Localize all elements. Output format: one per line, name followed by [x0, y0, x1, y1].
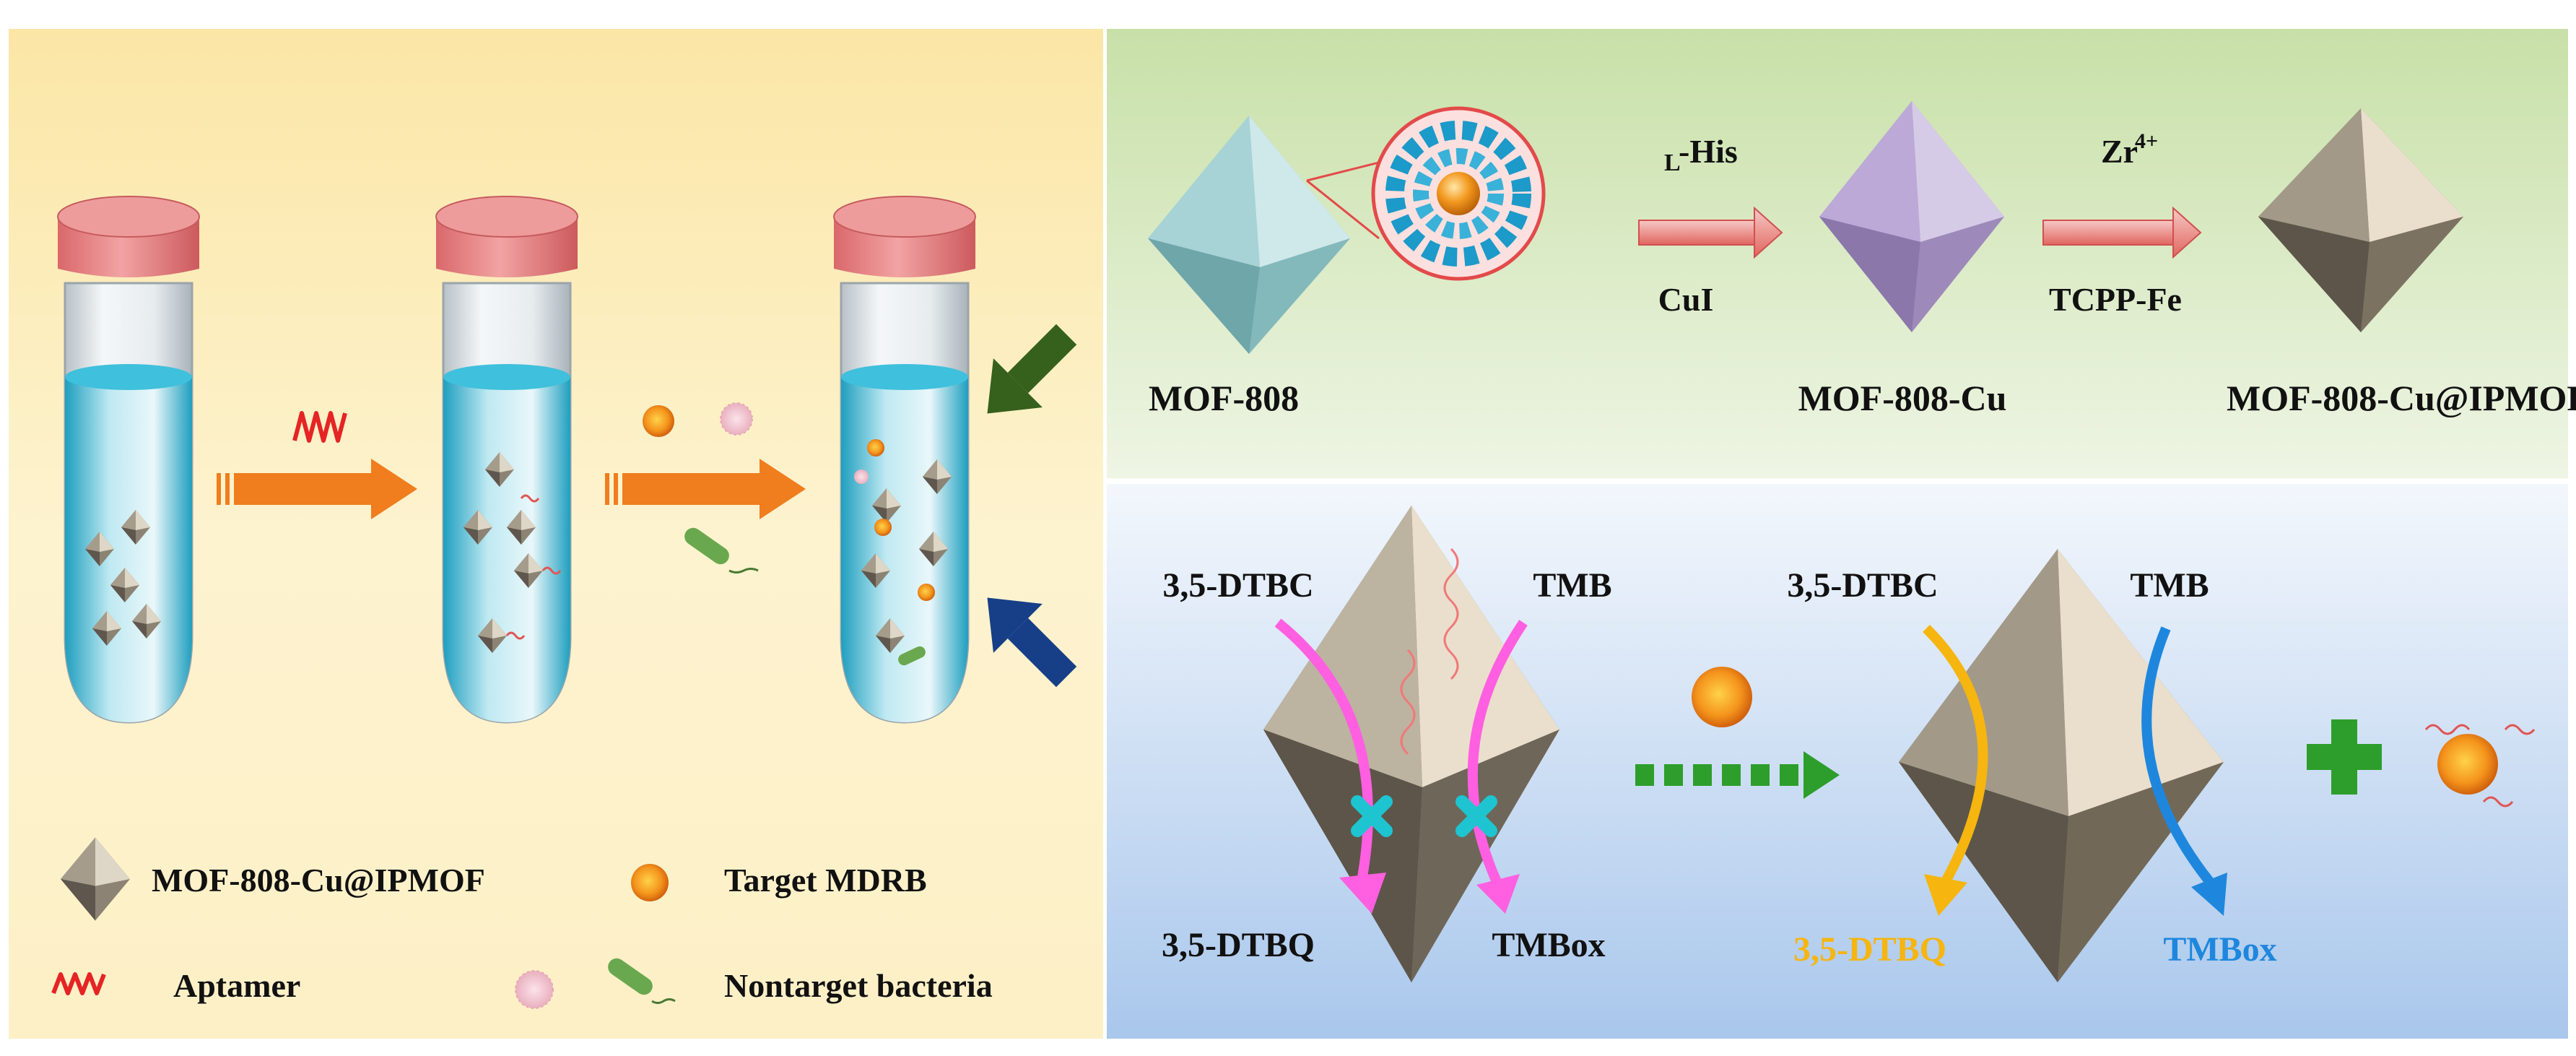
- blocked-cross-right: [1455, 795, 1497, 837]
- nontarget-bacteria-icon: [720, 402, 753, 436]
- zoom-line-top: [1306, 161, 1380, 182]
- aptamer-icon: [292, 411, 347, 443]
- zoom-line-bottom: [1306, 179, 1380, 240]
- legend-mof-label: MOF-808-Cu@IPMOF: [152, 862, 485, 899]
- red-arrow-1: [1638, 206, 1783, 259]
- legend-nontarget-rod-icon: [608, 958, 676, 1004]
- rod-bacteria-icon: [684, 527, 759, 574]
- reagent-his-label: L -His: [1664, 133, 1738, 176]
- aptamer-strand-1: [1443, 548, 1459, 680]
- legend-nontarget-sphere-icon: [515, 970, 554, 1009]
- left-tmb-label: TMB: [1533, 566, 1611, 605]
- final-mof-label: MOF-808-Cu@IPMOF: [2227, 378, 2576, 418]
- mof808cu-label: MOF-808-Cu: [1798, 378, 2007, 418]
- mof808-octahedron: [1148, 116, 1350, 354]
- process-arrow-2: [605, 459, 806, 519]
- right-tmb-label: TMB: [2130, 566, 2209, 605]
- magenta-arrow-left: [1274, 618, 1386, 914]
- legend-aptamer-icon: [51, 972, 106, 995]
- reagent-tcpp-label: TCPP-Fe: [2049, 281, 2182, 318]
- legend-nontarget-label: Nontarget bacteria: [724, 967, 993, 1004]
- green-pointer-arrow: [987, 324, 1077, 414]
- blue-pointer-arrow: [987, 597, 1077, 688]
- magenta-arrow-right: [1467, 620, 1528, 914]
- catalyst-octahedron-active: [1899, 549, 2224, 982]
- reagent-cui-label: CuI: [1658, 281, 1714, 318]
- test-tube-3: [833, 196, 976, 724]
- test-tube-2: [435, 196, 578, 724]
- bound-target-bacterium: [2424, 724, 2536, 808]
- blue-conversion-arrow: [2141, 626, 2227, 916]
- legend-target-label: Target MDRB: [724, 862, 927, 899]
- process-arrow-1: [217, 459, 417, 519]
- left-dtbc-label: 3,5-DTBC: [1162, 566, 1313, 605]
- mof808cu-octahedron: [1819, 101, 2004, 332]
- reagent-zr-label: Zr 4+: [2101, 129, 2158, 170]
- right-dtbc-label: 3,5-DTBC: [1787, 566, 1938, 605]
- target-bacteria-icon: [643, 405, 674, 437]
- right-dtbq-label: 3,5-DTBQ: [1793, 930, 1946, 969]
- legend-aptamer-label: Aptamer: [173, 967, 300, 1004]
- legend: MOF-808-Cu@IPMOF Target MDRB Aptamer Non…: [51, 837, 993, 1009]
- blocked-cross-left: [1351, 795, 1393, 837]
- green-plus-icon: [2307, 719, 2382, 795]
- zr-superscript: 4+: [2135, 129, 2158, 153]
- test-tube-1: [57, 196, 200, 724]
- mof808-label: MOF-808: [1149, 378, 1299, 418]
- mof-structure-zoom: [1371, 106, 1546, 281]
- dashed-green-arrow: [1635, 751, 1840, 799]
- left-dtbq-label: 3,5-DTBQ: [1162, 926, 1315, 964]
- left-tmbox-label: TMBox: [1492, 926, 1605, 964]
- his-main: -His: [1679, 133, 1738, 170]
- catalyst-octahedron-inactive: [1263, 506, 1559, 982]
- legend-target-icon: [631, 864, 669, 901]
- right-tmbox-label: TMBox: [2163, 930, 2276, 969]
- aptamer-strand-2: [1400, 649, 1416, 756]
- final-mof-octahedron: [2258, 108, 2463, 332]
- zr-main: Zr: [2101, 133, 2138, 170]
- target-bacterium-mechanism: [1692, 667, 1752, 727]
- his-prefix: L: [1664, 150, 1681, 176]
- red-arrow-2: [2042, 206, 2202, 259]
- yellow-conversion-arrow: [1923, 625, 1988, 916]
